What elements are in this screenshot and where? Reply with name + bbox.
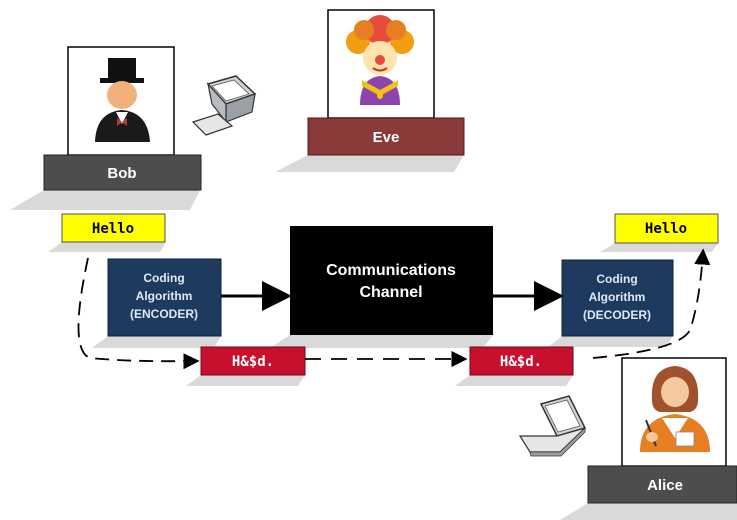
encoder-shadow [92,336,221,348]
alice-name-bar [587,465,737,504]
channel-node: Communications Channel [270,226,493,348]
bob-shadow [10,190,200,210]
eve-label: Eve [373,129,400,146]
desktop-computer-icon [191,75,257,136]
ciphertext-left-label: H&$d. [232,354,274,370]
alice-avatar-icon [640,366,710,452]
eve-node: Eve [275,9,465,172]
decoder-line1: Coding [596,272,637,286]
alice-node: Alice [560,357,737,520]
plaintext-right-node: Hello [600,213,719,252]
eve-shadow [275,155,464,172]
encoder-node: Coding Algorithm (ENCODER) [92,258,222,348]
decoder-box [561,259,674,337]
bob-avatar-icon [95,58,150,142]
plaintext-left-label: Hello [92,221,134,237]
decoder-line3: (DECODER) [583,308,651,322]
plaintext-to-cipher-dashed-arrow [77,257,200,370]
encoder-line2: Algorithm [136,289,193,303]
ciphertext-left-shadow [186,375,305,386]
ciphertext-right-label: H&$d. [500,354,542,370]
channel-box [290,226,493,335]
ciphertext-left-box [200,346,306,376]
plaintext-right-shadow [600,243,718,252]
eve-clown-avatar-icon [346,15,414,105]
channel-line1: Communications [326,262,456,279]
ciphertext-left-node: H&$d. [186,346,306,386]
plaintext-right-box [614,213,719,244]
decoder-shadow [548,336,673,347]
decoder-node: Coding Algorithm (DECODER) [548,259,674,347]
encoder-line3: (ENCODER) [130,307,198,321]
plaintext-left-box [61,213,166,243]
plaintext-left-node: Hello [48,213,166,252]
ciphertext-right-shadow [455,375,573,386]
decoder-line2: Algorithm [589,290,646,304]
encoder-line1: Coding [143,271,184,285]
plaintext-right-label: Hello [645,221,687,237]
alice-label: Alice [647,477,683,494]
eve-name-bar [307,117,465,156]
plaintext-left-shadow [48,242,166,252]
bob-node: Bob [10,46,202,210]
encoder-box [107,258,222,337]
laptop-icon [518,395,587,457]
alice-shadow [560,503,737,520]
ciphertext-right-node: H&$d. [455,346,574,386]
ciphertext-right-box [469,346,574,376]
bob-label: Bob [107,165,136,182]
bob-name-bar [43,154,202,191]
channel-shadow [270,335,493,348]
channel-line2: Channel [359,284,422,301]
